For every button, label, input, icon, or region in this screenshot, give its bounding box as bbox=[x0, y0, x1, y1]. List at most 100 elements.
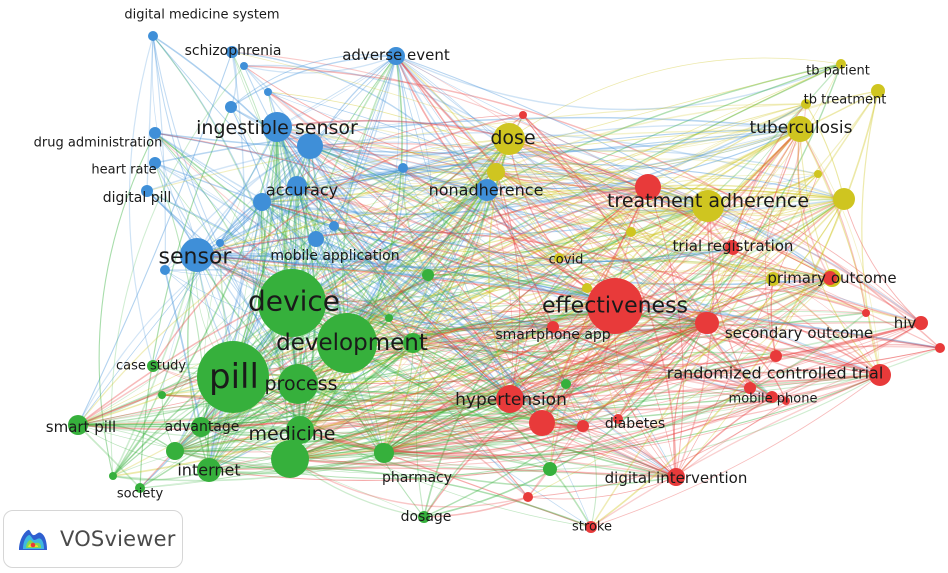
node-internet[interactable] bbox=[197, 458, 221, 482]
node-digital-medicine-system[interactable] bbox=[148, 31, 158, 41]
node-drug-administration[interactable] bbox=[149, 127, 161, 139]
node-yellow-minor bbox=[487, 163, 505, 181]
cooccurrence-link bbox=[395, 55, 511, 400]
node-effectiveness[interactable] bbox=[587, 278, 643, 334]
term-label-treatment-adherence[interactable]: treatment adherence bbox=[607, 190, 809, 212]
node-pharmacy[interactable] bbox=[374, 443, 392, 461]
term-label-pharmacy[interactable]: pharmacy bbox=[382, 470, 452, 486]
node-medicine[interactable] bbox=[271, 440, 309, 478]
cooccurrence-link bbox=[412, 342, 583, 428]
term-label-dosage[interactable]: dosage bbox=[401, 509, 452, 525]
node-device[interactable] bbox=[258, 269, 326, 337]
term-label-adverse-event[interactable]: adverse event bbox=[342, 46, 450, 64]
node-development[interactable] bbox=[317, 313, 377, 373]
node-case-study[interactable] bbox=[147, 360, 159, 372]
term-label-smart-pill[interactable]: smart pill bbox=[46, 418, 116, 436]
term-label-pill[interactable]: pill bbox=[209, 357, 259, 397]
node-mobile-application[interactable] bbox=[308, 231, 324, 247]
cooccurrence-link bbox=[382, 342, 414, 453]
vosviewer-logo-icon bbox=[16, 522, 50, 556]
term-label-nonadherence[interactable]: nonadherence bbox=[429, 181, 544, 200]
term-label-ingestible-sensor[interactable]: ingestible sensor bbox=[196, 117, 358, 139]
term-label-device[interactable]: device bbox=[248, 285, 340, 318]
term-label-diabetes[interactable]: diabetes bbox=[605, 416, 665, 432]
node-tb-treatment[interactable] bbox=[871, 84, 885, 98]
term-label-smartphone-app[interactable]: smartphone app bbox=[495, 327, 610, 343]
term-label-tb-treatment[interactable]: tb treatment bbox=[804, 93, 887, 108]
node-covid[interactable] bbox=[554, 253, 564, 263]
term-label-schizophrenia[interactable]: schizophrenia bbox=[185, 43, 282, 59]
node-treatment-adherence[interactable] bbox=[692, 190, 724, 222]
term-label-development[interactable]: development bbox=[276, 330, 428, 356]
node-society[interactable] bbox=[135, 483, 145, 493]
node-adverse-event[interactable] bbox=[387, 47, 405, 65]
term-label-case-study[interactable]: case study bbox=[116, 359, 186, 374]
term-label-process[interactable]: process bbox=[264, 373, 337, 395]
term-label-stroke[interactable]: stroke bbox=[572, 520, 612, 535]
cooccurrence-link bbox=[152, 35, 511, 400]
cooccurrence-link bbox=[565, 198, 845, 385]
node-heart-rate[interactable] bbox=[149, 157, 161, 169]
cooccurrence-link bbox=[647, 184, 845, 200]
term-label-hiv[interactable]: hiv bbox=[894, 314, 917, 332]
node-schizophrenia[interactable] bbox=[226, 46, 238, 58]
cooccurrence-link bbox=[309, 145, 632, 233]
term-label-trial-registration[interactable]: trial registration bbox=[673, 237, 794, 255]
node-tb-patient[interactable] bbox=[836, 59, 846, 69]
cooccurrence-link bbox=[276, 126, 543, 424]
node-digital-pill[interactable] bbox=[141, 185, 153, 197]
term-label-randomized-controlled-trial[interactable]: randomized controlled trial bbox=[667, 364, 884, 383]
cooccurrence-link bbox=[77, 55, 397, 426]
node-ingestible-sensor[interactable] bbox=[262, 112, 292, 142]
node-nonadherence[interactable] bbox=[476, 179, 498, 201]
node-process[interactable] bbox=[278, 364, 318, 404]
term-label-society[interactable]: society bbox=[117, 487, 164, 502]
node-accuracy[interactable] bbox=[253, 193, 271, 211]
cooccurrence-link bbox=[565, 198, 845, 385]
term-label-secondary-outcome[interactable]: secondary outcome bbox=[725, 324, 873, 342]
term-label-tuberculosis[interactable]: tuberculosis bbox=[750, 118, 853, 138]
term-label-internet[interactable]: internet bbox=[177, 461, 240, 480]
cooccurrence-link bbox=[427, 63, 842, 276]
term-label-tb-patient[interactable]: tb patient bbox=[806, 64, 870, 79]
node-dosage[interactable] bbox=[418, 511, 430, 523]
term-label-primary-outcome[interactable]: primary outcome bbox=[767, 269, 896, 287]
node-smartphone-app[interactable] bbox=[547, 321, 559, 333]
term-label-digital-pill[interactable]: digital pill bbox=[103, 190, 172, 206]
node-tuberculosis[interactable] bbox=[787, 116, 813, 142]
cooccurrence-link bbox=[673, 322, 707, 478]
node-dose[interactable] bbox=[493, 123, 525, 155]
cooccurrence-link bbox=[732, 128, 801, 250]
node-red-minor bbox=[577, 422, 587, 432]
node-advantage[interactable] bbox=[191, 417, 211, 437]
node-stroke[interactable] bbox=[585, 521, 597, 533]
cooccurrence-link bbox=[276, 124, 497, 173]
term-label-dose[interactable]: dose bbox=[490, 127, 535, 149]
term-label-advantage[interactable]: advantage bbox=[165, 419, 240, 435]
term-label-effectiveness[interactable]: effectiveness bbox=[542, 294, 688, 319]
node-hypertension[interactable] bbox=[496, 385, 524, 413]
node-randomized-controlled-trial[interactable] bbox=[869, 364, 891, 386]
term-label-accuracy[interactable]: accuracy bbox=[266, 181, 338, 200]
node-mobile-phone[interactable] bbox=[766, 391, 778, 403]
cooccurrence-link bbox=[333, 225, 390, 319]
term-label-digital-intervention[interactable]: digital intervention bbox=[605, 469, 748, 487]
node-sensor[interactable] bbox=[180, 238, 214, 272]
node-pill[interactable] bbox=[197, 341, 269, 413]
cooccurrence-link bbox=[196, 186, 649, 256]
cooccurrence-link bbox=[675, 198, 845, 478]
term-label-covid[interactable]: covid bbox=[549, 253, 584, 268]
term-label-heart-rate[interactable]: heart rate bbox=[91, 163, 156, 178]
term-label-mobile-phone[interactable]: mobile phone bbox=[729, 392, 818, 407]
term-label-hypertension[interactable]: hypertension bbox=[455, 390, 567, 410]
term-label-digital-medicine-system[interactable]: digital medicine system bbox=[124, 8, 279, 23]
node-digital-intervention[interactable] bbox=[667, 468, 685, 486]
cooccurrence-link bbox=[395, 55, 881, 376]
cooccurrence-link bbox=[541, 278, 774, 424]
node-smart-pill[interactable] bbox=[68, 415, 88, 435]
term-label-medicine[interactable]: medicine bbox=[249, 423, 336, 445]
term-label-drug-administration[interactable]: drug administration bbox=[34, 136, 163, 151]
node-layer bbox=[68, 31, 945, 533]
term-label-mobile-application[interactable]: mobile application bbox=[270, 248, 399, 264]
term-label-sensor[interactable]: sensor bbox=[159, 245, 233, 270]
